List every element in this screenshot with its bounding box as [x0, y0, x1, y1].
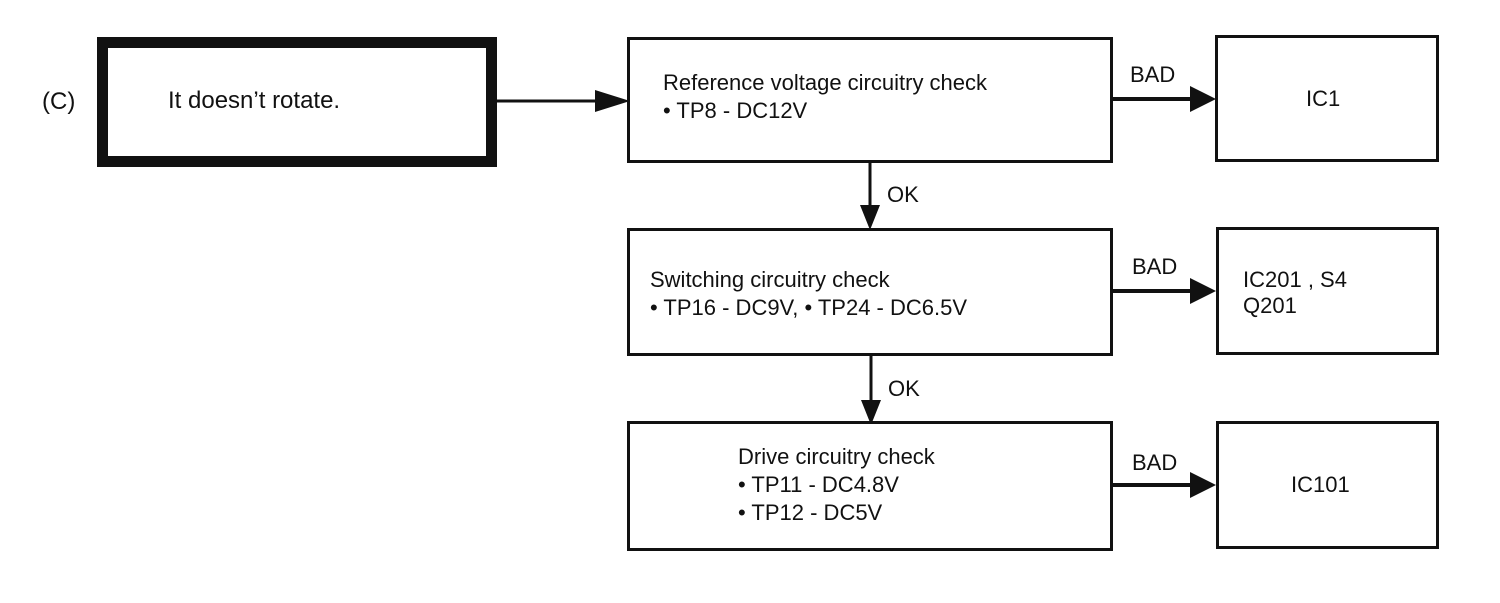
bad-label: BAD: [1132, 254, 1178, 279]
section-label: (C): [42, 88, 76, 115]
result-text-line2: Q201: [1243, 293, 1297, 318]
start-symptom-text: It doesn’t rotate.: [168, 87, 341, 114]
ok-label: OK: [887, 182, 919, 207]
check-box-drive: Drive circuitry check • TP11 - DC4.8V • …: [627, 421, 1113, 551]
arrowhead-check1-bad: [1190, 86, 1216, 112]
arrowhead-check2-bad: [1190, 278, 1216, 304]
arrowhead-check3-bad: [1190, 472, 1216, 498]
check-title: Drive circuitry check: [738, 444, 935, 469]
result-text: IC1: [1306, 86, 1341, 111]
result-text-line1: IC201 , S4: [1243, 267, 1347, 292]
check-box-switching: Switching circuitry check • TP16 - DC9V,…: [627, 228, 1113, 356]
result-box-ic201: IC201 , S4 Q201: [1216, 227, 1439, 355]
check-item: • TP16 - DC9V, • TP24 - DC6.5V: [650, 295, 968, 320]
result-text: IC101: [1291, 472, 1350, 497]
bad-label: BAD: [1130, 62, 1176, 87]
bad-label: BAD: [1132, 450, 1178, 475]
check-item: • TP8 - DC12V: [663, 98, 808, 123]
check-title: Reference voltage circuitry check: [663, 70, 988, 95]
arrowhead-check2-ok: [861, 400, 881, 425]
arrowhead-check1-ok: [860, 205, 880, 230]
check-title: Switching circuitry check: [650, 267, 890, 292]
start-symptom-box: It doesn’t rotate.: [97, 37, 497, 167]
arrowhead-start: [595, 90, 630, 112]
check-box-reference-voltage: Reference voltage circuitry check • TP8 …: [627, 37, 1113, 163]
result-box-ic1: IC1: [1215, 35, 1439, 162]
check-item: • TP11 - DC4.8V: [738, 472, 899, 497]
check-item: • TP12 - DC5V: [738, 500, 883, 525]
result-box-ic101: IC101: [1216, 421, 1439, 549]
ok-label: OK: [888, 376, 920, 401]
